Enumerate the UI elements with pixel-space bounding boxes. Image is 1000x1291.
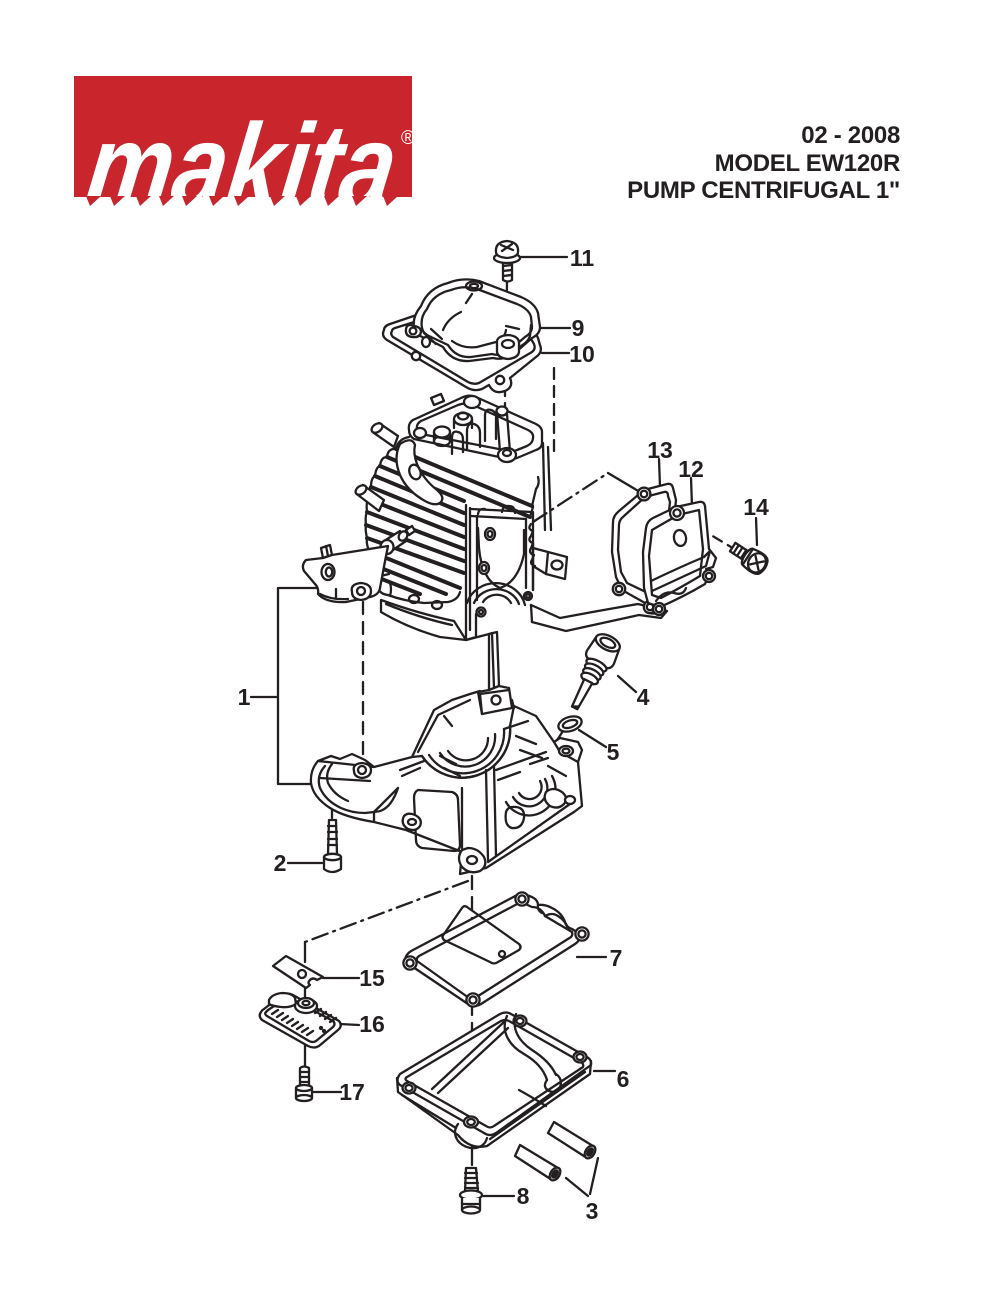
- svg-text:14: 14: [743, 494, 769, 520]
- svg-text:11: 11: [570, 245, 595, 271]
- svg-text:3: 3: [586, 1198, 599, 1224]
- svg-text:1: 1: [238, 684, 251, 710]
- svg-text:17: 17: [339, 1079, 365, 1105]
- svg-text:16: 16: [359, 1011, 385, 1037]
- svg-text:5: 5: [607, 739, 620, 765]
- svg-text:6: 6: [617, 1066, 630, 1092]
- svg-text:13: 13: [647, 437, 673, 463]
- svg-text:9: 9: [572, 315, 585, 341]
- svg-text:2: 2: [274, 850, 287, 876]
- svg-text:12: 12: [678, 456, 704, 482]
- svg-text:8: 8: [517, 1183, 530, 1209]
- svg-text:®: ®: [401, 128, 415, 149]
- svg-text:4: 4: [637, 684, 650, 710]
- svg-text:10: 10: [569, 341, 595, 367]
- svg-text:7: 7: [610, 945, 623, 971]
- svg-text:makita: makita: [78, 99, 405, 234]
- svg-text:15: 15: [359, 965, 385, 991]
